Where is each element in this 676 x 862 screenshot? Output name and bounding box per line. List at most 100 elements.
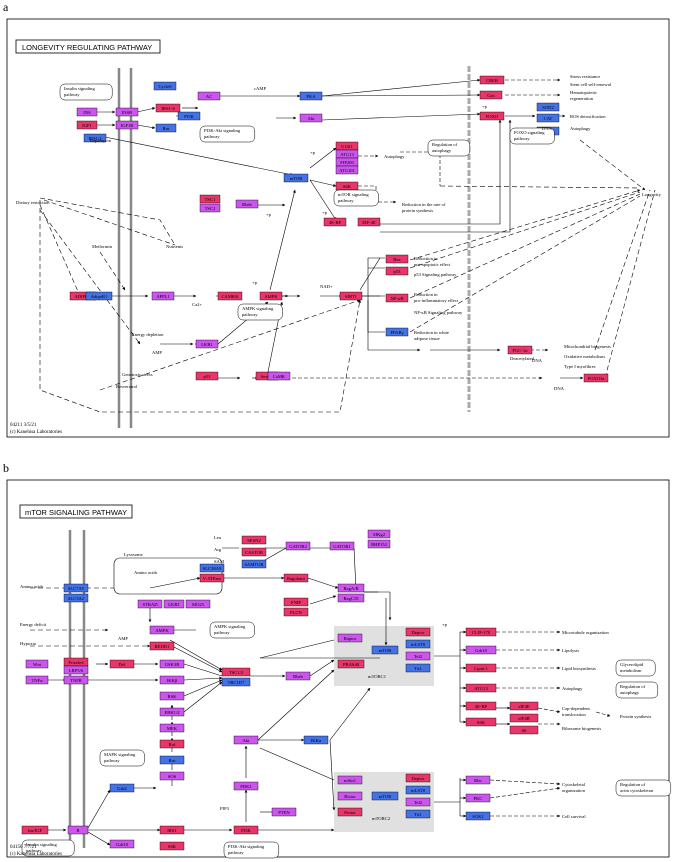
gene-node-tti1a[interactable]: Tti1 [405,663,431,673]
gene-node-irs1[interactable]: IRS1 [159,825,185,835]
gene-node-pgc1a[interactable]: PGC-1α [507,345,533,355]
gene-node-frizzled[interactable]: Frizzled [63,657,89,667]
gene-node-insr[interactable]: INSR [115,107,139,117]
gene-node-rheb[interactable]: Rheb [235,199,259,209]
gene-node-lkb1[interactable]: LKB1 [195,339,219,349]
gene-node-pi3k[interactable]: PI3K [177,111,201,121]
gene-node-camk[interactable]: CaMK [267,371,291,381]
gene-node-mlst8b[interactable]: mLST8 [405,785,431,795]
gene-node-grb10b[interactable]: Grb10 [465,645,497,655]
gene-node-ebpb[interactable]: 4E-BP [465,701,497,711]
gene-node-eif4e[interactable]: EIF-4E [357,217,381,227]
gene-node-sesn2[interactable]: SESN2 [241,535,267,545]
gene-node-raf[interactable]: Raf [159,739,185,749]
gene-node-fnip[interactable]: FNIP [283,597,309,607]
gene-node-gsk3b[interactable]: GSK3B [159,659,185,669]
gene-node-s6kb[interactable]: S6K [465,717,497,727]
gene-node-lipin1[interactable]: Lipin-1 [465,663,497,673]
gene-node-p53[interactable]: p53 [195,371,219,381]
gene-node-eif4b[interactable]: eIF4B [509,713,539,723]
gene-node-nfkb[interactable]: NF-κB [385,293,409,303]
gene-node-gna[interactable]: Gαs [479,90,503,100]
gene-node-redd1[interactable]: REDD1 [149,641,175,651]
gene-node-p53b[interactable]: p53 [385,266,409,276]
gene-node-rictor[interactable]: Rictor [337,791,363,801]
gene-node-ac[interactable]: AC [197,91,221,101]
gene-node-insigf[interactable]: Ins/IGF [21,825,49,835]
gene-node-protor[interactable]: Protor [337,807,363,817]
gene-node-wnt[interactable]: Wnt [25,659,49,669]
gene-node-pka[interactable]: PKA [299,91,323,101]
gene-node-slc3a2[interactable]: SLC3A2 [63,593,89,603]
gene-node-atg13b[interactable]: ATG13 [465,683,497,693]
gene-node-gator2[interactable]: GATOR2 [285,541,311,551]
gene-node-ras[interactable]: Ras [155,123,177,133]
gene-node-ebp[interactable]: 4E-BP [323,217,347,227]
gene-node-aktb[interactable]: Akt [233,735,259,745]
gene-node-ampk[interactable]: AMPK [259,291,283,301]
gene-node-grb2[interactable]: Grb2 [109,783,135,793]
gene-node-pkc[interactable]: PKC [465,793,491,803]
gene-node-mlst8a[interactable]: mLST8 [405,639,431,649]
gene-node-atg13[interactable]: ATG13 [335,149,359,159]
gene-node-rhebb[interactable]: Rheb [285,671,311,681]
gene-node-ragcd[interactable]: RagC/D [337,593,365,603]
gene-node-tnfr[interactable]: TNFR [63,675,89,685]
gene-node-tnfa[interactable]: TNFα [25,675,49,685]
gene-node-adipor[interactable]: AdipoR1 [85,291,113,301]
gene-node-igf1r[interactable]: IGF1R [115,120,139,130]
gene-node-dvl[interactable]: Dvl [109,659,135,669]
gene-node-flcn[interactable]: FLCN [283,607,309,617]
gene-node-msin1[interactable]: mSin1 [337,775,363,785]
gene-node-r[interactable]: R [67,825,89,835]
gene-node-gator1[interactable]: GATOR1 [329,541,355,551]
gene-node-cat[interactable]: CAT [536,113,560,123]
gene-node-s6[interactable]: S6 [509,725,539,735]
gene-node-pdk1[interactable]: PDK1 [233,781,259,791]
gene-node-rsk[interactable]: RSK [159,691,185,701]
gene-node-ragab[interactable]: RagA/B [337,583,365,593]
gene-node-sik2[interactable]: SIKg2 [367,529,391,539]
gene-node-fip200[interactable]: FIP200 [335,157,359,167]
gene-node-sgk1[interactable]: SGK1 [465,811,491,821]
gene-node-ins[interactable]: INS [76,107,98,117]
gene-node-akt[interactable]: Akt [299,113,323,123]
gene-node-mtor2[interactable]: mTOR [371,791,399,801]
gene-node-foxo3a[interactable]: FOXO3a [583,373,609,383]
gene-node-ikka[interactable]: IKKα [303,735,329,745]
gene-node-foxo[interactable]: FOXO [479,111,505,121]
gene-node-samtor[interactable]: SAMTOR [241,559,267,569]
gene-node-grb10[interactable]: Grb10 [109,839,135,849]
gene-node-creb[interactable]: CREB [479,75,505,85]
gene-node-pten[interactable]: PTEN [271,807,297,817]
gene-node-slc7a5[interactable]: SLC7A5 [63,583,89,593]
gene-node-tti1b[interactable]: Tti1 [405,809,431,819]
gene-node-raptor[interactable]: Raptor [337,633,363,643]
gene-node-sod2[interactable]: SOD2 [536,102,560,112]
gene-node-ulk1[interactable]: ULK1 [335,141,359,151]
gene-node-tel2a[interactable]: Tel2 [405,651,431,661]
gene-node-mtor1[interactable]: mTOR [371,645,399,655]
gene-node-mtor[interactable]: mTOR [283,173,309,183]
gene-node-cycle[interactable]: Cycle6 [153,81,177,91]
gene-node-s6k[interactable]: S6K [335,181,359,191]
gene-node-tsc1[interactable]: TSC1 [199,194,221,204]
gene-node-sos[interactable]: SOS [159,771,185,781]
gene-node-bax[interactable]: Bax [385,254,409,264]
gene-node-atg101[interactable]: ATG101 [335,165,359,175]
gene-node-pparg[interactable]: PPARγ [385,327,409,337]
gene-node-mek[interactable]: MEK [159,723,185,733]
gene-node-ampkb[interactable]: AMPK [149,625,175,635]
gene-node-slc38[interactable]: SLC38A9 [199,563,225,573]
gene-node-appl1[interactable]: APPL1 [151,291,175,301]
